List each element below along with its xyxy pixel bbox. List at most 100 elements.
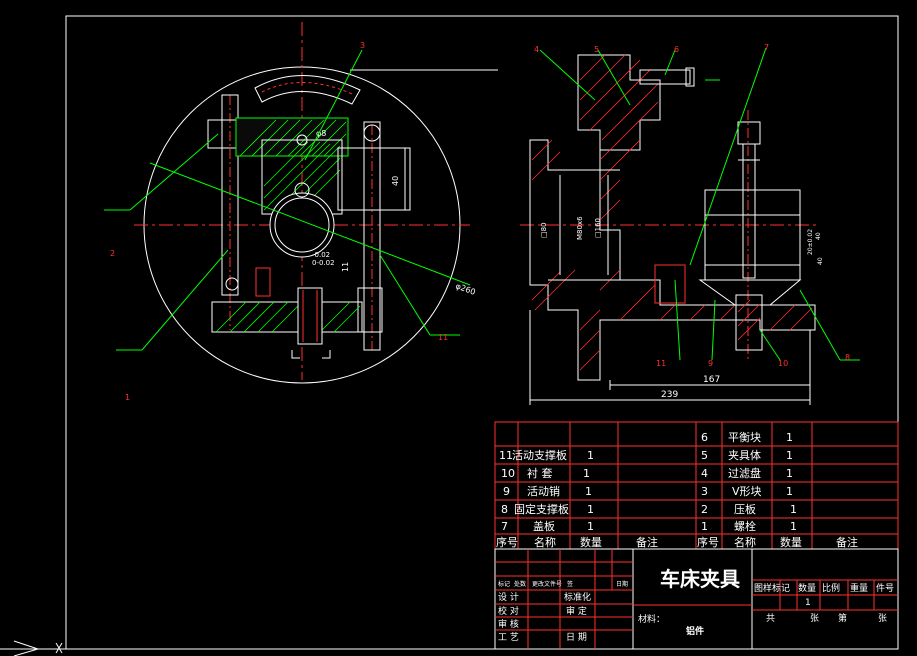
rh-scale: 比例 bbox=[822, 582, 840, 594]
dim-11: 11 bbox=[341, 262, 350, 272]
callout-5: 5 bbox=[594, 45, 599, 54]
title-block: 标记 处数 更改文件号 签 日期 设 计 校 对 审 核 工 艺 标准化 审 定… bbox=[494, 548, 899, 650]
parts-right-name-4: 压板 bbox=[734, 502, 756, 516]
callout-10: 10 bbox=[778, 359, 788, 368]
dim-tol-2: 0-0.02 bbox=[312, 259, 335, 267]
parts-left-no-0: 11 bbox=[499, 449, 513, 462]
parts-left-name-0: 活动支撑板 bbox=[512, 448, 567, 462]
parts-right-qty-4: 1 bbox=[790, 503, 797, 516]
rev-mark: 标记 bbox=[498, 580, 510, 588]
clamp-bolt-head bbox=[737, 121, 761, 145]
parts-right-qty-5: 1 bbox=[790, 520, 797, 533]
support-plate bbox=[654, 264, 686, 304]
parts-left-name-2: 活动销 bbox=[527, 484, 560, 498]
dim-239: 239 bbox=[661, 390, 678, 400]
parts-left-no-2: 9 bbox=[503, 485, 510, 498]
parts-right-name-2: 过滤盘 bbox=[728, 466, 761, 480]
hdr-qty-r: 数量 bbox=[780, 536, 802, 549]
parts-left-qty-2: 1 bbox=[585, 485, 592, 498]
arc-slot-ticks bbox=[261, 82, 353, 95]
right-plate bbox=[337, 147, 411, 211]
drawing-border bbox=[65, 15, 899, 650]
dim-sq80: □80 bbox=[540, 222, 548, 238]
base-plate bbox=[211, 301, 363, 333]
right-post bbox=[363, 121, 381, 351]
left-view: 40 -0.02 0-0.02 11 φ8 φ260 1 2 3 11 bbox=[104, 22, 498, 402]
flange-outline bbox=[529, 54, 816, 381]
parts-left-qty-3: 1 bbox=[587, 503, 594, 516]
pin-bushing bbox=[735, 294, 763, 351]
main-title: 车床夹具 bbox=[660, 567, 740, 591]
role-std: 标准化 bbox=[564, 591, 591, 603]
dim-m80: M80x6 bbox=[576, 216, 584, 240]
parts-left-qty-0: 1 bbox=[587, 449, 594, 462]
parts-right-no-4: 2 bbox=[701, 503, 708, 516]
parts-left-no-4: 7 bbox=[501, 520, 508, 533]
material-value: 铝件 bbox=[686, 625, 704, 637]
parts-right-qty-2: 1 bbox=[786, 467, 793, 480]
arc-slot bbox=[254, 75, 361, 105]
material-label: 材料： bbox=[638, 613, 665, 625]
center-bore bbox=[269, 192, 335, 258]
dim-40r: 40 bbox=[817, 257, 824, 265]
role-design: 设 计 bbox=[498, 591, 519, 603]
right-post-base bbox=[357, 287, 383, 333]
base-bolt bbox=[297, 287, 323, 345]
sheet-unit1: 张 bbox=[810, 613, 819, 624]
right-view: □80 M80x6 □160 20±0.02 40 40 167 239 bbox=[520, 43, 860, 405]
callout-11r: 11 bbox=[656, 359, 666, 368]
hdr-name-l: 名称 bbox=[534, 535, 556, 549]
dim-tol-1: -0.02 bbox=[312, 251, 330, 259]
hdr-no-r: 序号 bbox=[697, 535, 719, 549]
callout-3: 3 bbox=[360, 41, 365, 50]
clamp-bolt bbox=[742, 143, 756, 279]
role-process: 工 艺 bbox=[498, 632, 519, 643]
parts-right-name-3: V形块 bbox=[732, 485, 762, 498]
callout-9: 9 bbox=[708, 359, 713, 368]
v-block-top bbox=[235, 117, 349, 157]
sheet-total: 共 bbox=[766, 613, 775, 624]
callout-2: 2 bbox=[110, 249, 115, 258]
parts-left-name-1: 衬 套 bbox=[527, 467, 553, 480]
parts-left-name-3: 固定支撑板 bbox=[514, 502, 569, 516]
hole-label: φ8 bbox=[316, 129, 326, 138]
callout-6: 6 bbox=[674, 45, 679, 54]
parts-right-name-5: 螺栓 bbox=[734, 519, 756, 533]
parts-right-name-0: 平衡块 bbox=[728, 431, 761, 444]
role-approve: 审 定 bbox=[566, 605, 587, 617]
sheet-no: 第 bbox=[838, 612, 847, 624]
callout-11: 11 bbox=[438, 333, 448, 342]
rh-qty: 数量 bbox=[798, 582, 816, 594]
parts-right-no-5: 1 bbox=[701, 520, 708, 533]
parts-right-no-3: 3 bbox=[701, 485, 708, 498]
rev-sign: 签 bbox=[567, 580, 573, 588]
parts-right-no-1: 5 bbox=[701, 449, 708, 462]
role-date: 日 期 bbox=[566, 632, 587, 643]
hdr-note-r: 备注 bbox=[836, 535, 858, 549]
role-check: 校 对 bbox=[498, 605, 519, 617]
right-post-pivot bbox=[363, 124, 381, 142]
dim-40: 40 bbox=[391, 176, 400, 186]
parts-right-qty-3: 1 bbox=[786, 485, 793, 498]
hdr-no-l: 序号 bbox=[496, 535, 518, 549]
rev-count: 处数 bbox=[514, 580, 526, 588]
dim-phi260: φ260 bbox=[454, 281, 476, 296]
scale-value: 1 bbox=[805, 598, 811, 608]
rev-date: 日期 bbox=[616, 580, 628, 588]
sheet-unit2: 张 bbox=[878, 613, 887, 624]
top-bolt bbox=[639, 69, 691, 85]
dim-20: 20±0.02 bbox=[807, 229, 814, 255]
dim-40b: 40 bbox=[815, 232, 822, 240]
rh-part: 件号 bbox=[876, 582, 894, 594]
left-post-hole bbox=[225, 277, 239, 291]
parts-right-name-1: 夹具体 bbox=[728, 448, 761, 462]
top-hole bbox=[296, 134, 308, 146]
parts-right-qty-0: 1 bbox=[786, 431, 793, 444]
parts-right-no-0: 6 bbox=[701, 431, 708, 444]
callout-7: 7 bbox=[764, 43, 769, 52]
top-pin bbox=[294, 182, 310, 198]
v-block-hatch bbox=[239, 119, 347, 157]
rev-doc: 更改文件号 bbox=[532, 580, 562, 588]
rh-weight: 重量 bbox=[850, 582, 868, 594]
